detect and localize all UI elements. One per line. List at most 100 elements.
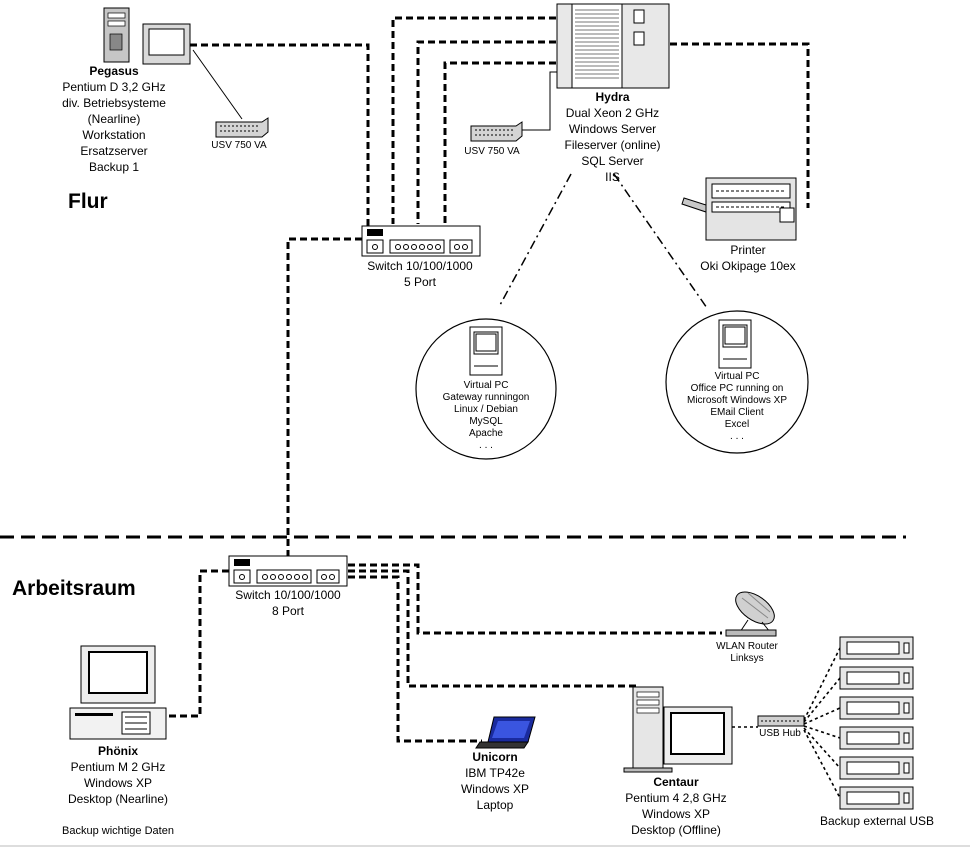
wlan-line: WLAN Router (716, 641, 778, 652)
centaur-line: Windows XP (641, 807, 711, 821)
wlan-label: WLAN Router Linksys (702, 641, 792, 665)
link-pegasus-switch1 (190, 43, 370, 226)
link-hydra-vpc1 (499, 173, 572, 306)
hydra-line: Dual Xeon 2 GHz (565, 106, 660, 120)
unicorn-line: Laptop (476, 798, 514, 812)
centaur-computer-icon (623, 686, 733, 773)
phoenix-line: Windows XP (83, 776, 153, 790)
usb-drive-icon (839, 786, 914, 810)
vpc2-line: Microsoft Windows XP (686, 395, 788, 406)
unicorn-name: Unicorn (472, 750, 518, 764)
pegasus-line: Backup 1 (88, 160, 140, 174)
link-switch2-wlan (348, 563, 722, 635)
centaur-name: Centaur (653, 775, 699, 789)
pegasus-label: Pegasus Pentium D 3,2 GHz div. Betriebsy… (44, 63, 184, 175)
printer-line: Printer (730, 243, 766, 257)
printer-icon (681, 177, 797, 241)
link-switch2-unicorn (348, 575, 482, 743)
usb-drive-icons (839, 636, 914, 810)
vpc2-label: Virtual PC Office PC running on Microsof… (672, 371, 802, 443)
unicorn-line: Windows XP (460, 782, 530, 796)
phoenix-computer-icon (69, 645, 167, 740)
usb-hub-icon (757, 715, 805, 727)
usb-drive-icon (839, 666, 914, 690)
mac-icon-2 (718, 319, 752, 369)
usv-icon-2 (470, 121, 523, 142)
link-hydra-usv (520, 71, 558, 131)
vpc2-line: Office PC running on (690, 383, 784, 394)
pegasus-name: Pegasus (89, 64, 139, 78)
vpc1-line: Linux / Debian (454, 404, 518, 415)
printer-line: Oki Okipage 10ex (700, 259, 796, 273)
vpc2-line: Virtual PC (714, 371, 760, 382)
virtual-pc-1-circle (415, 318, 557, 460)
vpc1-line: . . . (479, 440, 493, 451)
pegasus-tower-icon (103, 7, 130, 63)
switch2-line: Switch 10/100/1000 (235, 588, 341, 602)
link-hydra-switch1-c (443, 61, 556, 224)
backup-note: Backup wichtige Daten (62, 825, 174, 837)
pegasus-line: div. Betriebsysteme (62, 96, 166, 110)
switch2-line: 8 Port (271, 604, 304, 618)
hydra-name: Hydra (595, 90, 630, 104)
wlan-line: Linksys (730, 653, 764, 664)
link-hydra-vpc2 (613, 173, 708, 309)
hydra-line: Windows Server (568, 122, 657, 136)
switch-icon-2 (228, 555, 348, 587)
hydra-line: Fileserver (online) (564, 138, 661, 152)
vpc1-line: Gateway runningon (442, 392, 530, 403)
backup-usb-label: Backup external USB (819, 814, 935, 828)
usv-label-1: USV 750 VA (211, 140, 267, 151)
vpc1-line: MySQL (469, 416, 503, 427)
switch1-line: Switch 10/100/1000 (367, 259, 473, 273)
link-switch1-switch2 (286, 237, 362, 558)
hydra-label: Hydra Dual Xeon 2 GHz Windows Server Fil… (540, 89, 685, 185)
link-switch2-phoenix (166, 569, 229, 718)
wlan-router-icon (725, 591, 777, 637)
phoenix-line: Desktop (Nearline) (67, 792, 169, 806)
link-hydra-switch1-b (416, 40, 556, 224)
printer-label: Printer Oki Okipage 10ex (683, 242, 813, 274)
usb-drive-icon (839, 636, 914, 660)
vpc2-line: Excel (724, 419, 750, 430)
link-hydra-printer (670, 42, 810, 208)
switch1-line: 5 Port (403, 275, 436, 289)
hydra-line: SQL Server (581, 154, 644, 168)
unicorn-line: IBM TP42e (465, 766, 525, 780)
link-hydra-switch1-a (391, 16, 556, 224)
usv-label-2: USV 750 VA (464, 146, 520, 157)
pegasus-monitor-icon (142, 23, 191, 65)
hydra-line: IIS (605, 170, 620, 184)
mac-icon-1 (469, 326, 503, 376)
centaur-label: Centaur Pentium 4 2,8 GHz Windows XP Des… (606, 774, 746, 838)
link-pegasus-usv (192, 49, 243, 120)
vpc1-line: Virtual PC (463, 380, 509, 391)
switch1-label: Switch 10/100/1000 5 Port (355, 258, 485, 290)
usb-drive-icon (839, 756, 914, 780)
switch-icon-1 (361, 225, 481, 257)
vpc1-label: Virtual PC Gateway runningon Linux / Deb… (431, 380, 541, 452)
vpc1-line: Apache (469, 428, 503, 439)
link-switch2-centaur (348, 569, 637, 688)
usbhub-label: USB Hub (759, 728, 801, 739)
pegasus-line: Ersatzserver (80, 144, 148, 158)
vpc2-line: . . . (730, 431, 744, 442)
phoenix-line: Pentium M 2 GHz (70, 760, 166, 774)
pegasus-line: Workstation (82, 128, 146, 142)
unicorn-label: Unicorn IBM TP42e Windows XP Laptop (440, 749, 550, 813)
centaur-line: Pentium 4 2,8 GHz (625, 791, 727, 805)
phoenix-name: Phönix (97, 744, 138, 758)
pegasus-line: Pentium D 3,2 GHz (62, 80, 166, 94)
virtual-pc-2-circle (665, 310, 809, 454)
room-label-flur: Flur (68, 190, 108, 213)
unicorn-laptop-icon (475, 716, 536, 749)
hydra-server-icon (556, 3, 670, 89)
switch2-label: Switch 10/100/1000 8 Port (223, 587, 353, 619)
phoenix-label: Phönix Pentium M 2 GHz Windows XP Deskto… (48, 743, 188, 807)
centaur-line: Desktop (Offline) (631, 823, 721, 837)
usb-drive-icon (839, 696, 914, 720)
usb-drive-icon (839, 726, 914, 750)
pegasus-line: (Nearline) (87, 112, 141, 126)
room-label-arbeitsraum: Arbeitsraum (12, 577, 136, 600)
